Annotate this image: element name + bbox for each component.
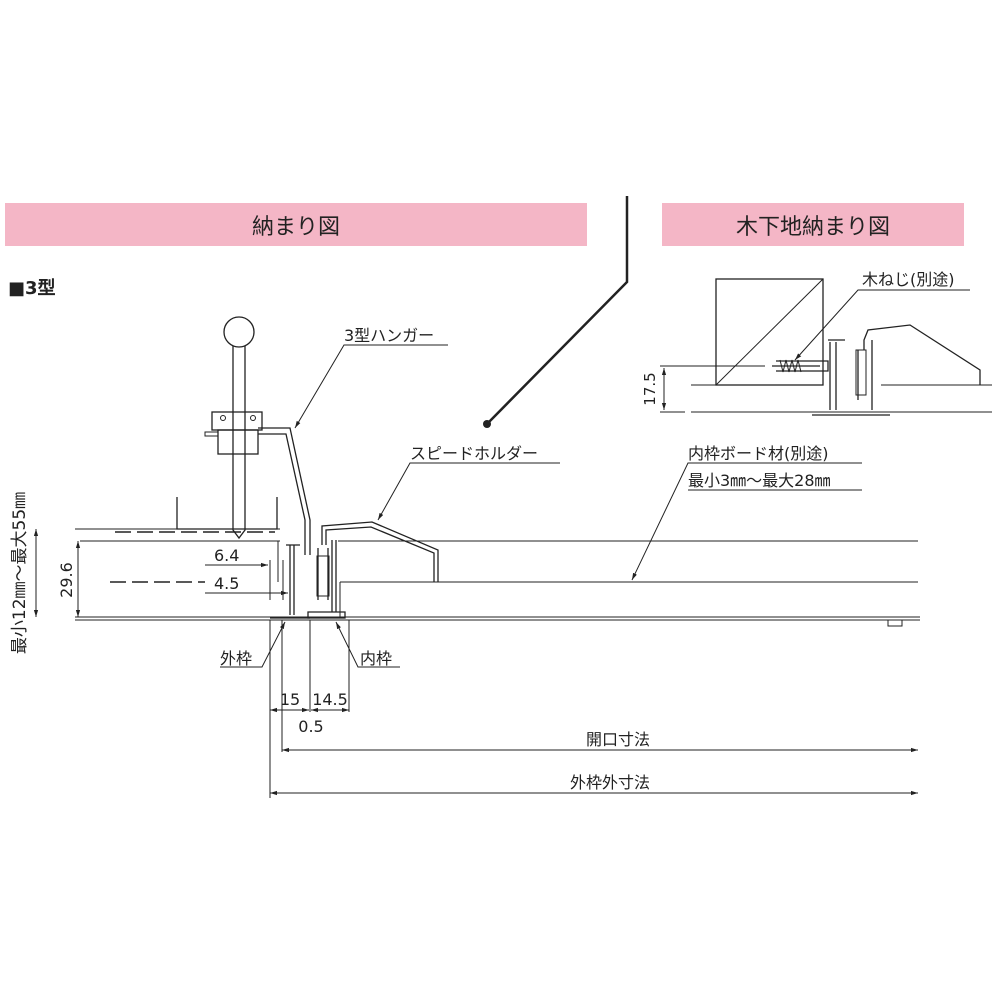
- horizontal-dimensions: [269, 620, 918, 798]
- label-inner-board: 内枠ボード材(別途): [688, 444, 829, 463]
- label-inner-frame: 内枠: [360, 649, 392, 668]
- label-inner-board-range: 最小3㎜～最大28㎜: [688, 471, 831, 490]
- hanger-bolt-assembly: [176, 316, 278, 540]
- dim-29-6: 29.6: [57, 562, 76, 598]
- frames: [270, 540, 346, 619]
- hanger: [258, 427, 311, 555]
- label-speed-holder: スピードホルダー: [410, 444, 538, 463]
- section-header-wood-base: 木下地納まり図: [662, 203, 964, 246]
- label-hanger: 3型ハンガー: [344, 326, 434, 345]
- speed-holder: [321, 521, 439, 582]
- leaders: [220, 344, 862, 668]
- label-outer-frame: 外枠: [220, 649, 252, 668]
- dim-17-5: 17.5: [641, 372, 659, 405]
- dim-4-5: 4.5: [214, 574, 239, 593]
- leader-dot: [483, 420, 491, 428]
- ceiling-boards: [75, 528, 920, 627]
- dim-15: 15: [280, 690, 300, 709]
- dim-0-5: 0.5: [298, 717, 323, 736]
- section-divider-line: [486, 196, 629, 425]
- wood-base-detail: [660, 278, 992, 416]
- dim-14-5: 14.5: [312, 690, 348, 709]
- section-header-installation: 納まり図: [5, 203, 587, 246]
- dim-opening: 開口寸法: [586, 730, 650, 749]
- label-wood-screw: 木ねじ(別途): [862, 270, 955, 289]
- dim-outer-frame-outer: 外枠外寸法: [570, 773, 650, 792]
- dim-ceiling-range: 最小12㎜～最大55㎜: [10, 492, 30, 654]
- dim-6-4: 6.4: [214, 546, 239, 565]
- type-label: ■3型: [8, 277, 56, 299]
- vertical-dimensions: [33, 529, 288, 617]
